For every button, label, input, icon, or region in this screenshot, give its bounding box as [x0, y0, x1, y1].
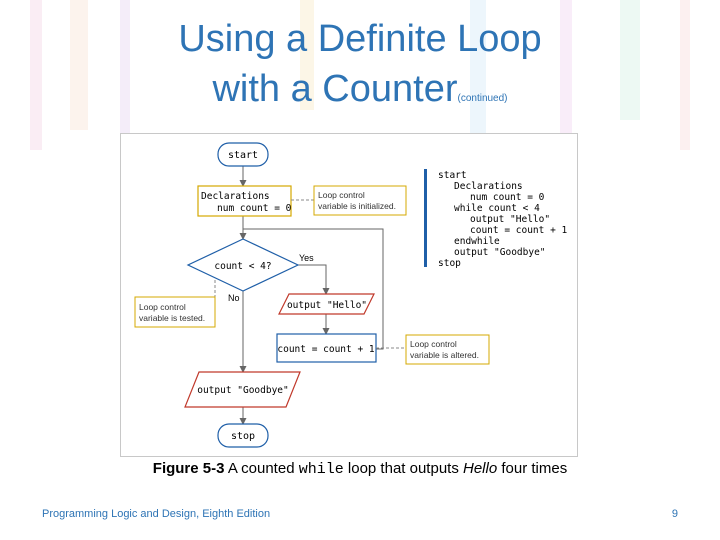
- title-suffix: (continued): [457, 93, 508, 104]
- title-line-1: Using a Definite Loop: [178, 18, 542, 60]
- pseudo-line-9: stop: [438, 258, 461, 269]
- caption-text-middle: loop that outputs: [347, 460, 459, 477]
- declarations-line-1: Declarations: [201, 191, 270, 202]
- declarations-box: Declarations num count = 0: [197, 185, 292, 217]
- slide-title: Using a Definite Loop with a Counter(con…: [0, 14, 720, 124]
- yes-label: Yes: [299, 253, 314, 263]
- note-initialized-line-1: Loop control: [318, 190, 365, 200]
- declarations-line-2: num count = 0: [217, 203, 292, 214]
- background-decoration: [30, 0, 690, 150]
- no-label: No: [228, 293, 240, 303]
- pseudo-line-1: start: [438, 170, 467, 181]
- output-hello-label: output "Hello": [287, 300, 367, 311]
- note-tested-line-2: variable is tested.: [139, 313, 205, 323]
- stop-label: stop: [231, 431, 255, 442]
- caption-code: while: [298, 461, 344, 478]
- increment-box: count = count + 1: [276, 333, 377, 363]
- note-altered: Loop control variable is altered.: [376, 334, 490, 365]
- decision-label: count < 4?: [214, 261, 271, 272]
- title-line-2: with a Counter(continued): [0, 64, 720, 124]
- pseudocode-bar: [424, 169, 427, 267]
- footer-book-title: Programming Logic and Design, Eighth Edi…: [42, 508, 271, 520]
- figure-caption: Figure 5-3 A counted while loop that out…: [0, 460, 720, 478]
- note-tested-line-1: Loop control: [139, 302, 186, 312]
- decision-diamond: count < 4?: [186, 238, 300, 292]
- note-tested: Loop control variable is tested.: [134, 280, 216, 328]
- caption-text-after: four times: [501, 460, 568, 477]
- pseudo-line-2: Declarations: [454, 181, 523, 192]
- caption-italic: Hello: [463, 460, 498, 477]
- caption-text-before: A counted: [227, 460, 295, 477]
- output-goodbye-label: output "Goodbye": [197, 385, 289, 396]
- note-altered-line-2: variable is altered.: [410, 350, 479, 360]
- title-line-2-text: with a Counter: [212, 68, 458, 110]
- output-hello-box: output "Hello": [278, 293, 375, 315]
- pseudocode-block: start Declarations num count = 0 while c…: [424, 169, 568, 269]
- start-label: start: [228, 150, 258, 161]
- page-number: 9: [671, 508, 678, 520]
- pseudo-line-6: count = count + 1: [470, 225, 568, 236]
- stop-terminal: stop: [217, 423, 269, 448]
- pseudo-line-8: output "Goodbye": [454, 247, 546, 258]
- pseudo-line-5: output "Hello": [470, 214, 550, 225]
- pseudo-line-3: num count = 0: [470, 192, 545, 203]
- note-altered-line-1: Loop control: [410, 339, 457, 349]
- output-goodbye-box: output "Goodbye": [184, 371, 301, 408]
- start-terminal: start: [217, 142, 269, 167]
- pseudo-line-7: endwhile: [454, 236, 500, 247]
- note-initialized-line-2: variable is initialized.: [318, 201, 396, 211]
- increment-label: count = count + 1: [277, 344, 375, 355]
- note-initialized: Loop control variable is initialized.: [291, 185, 407, 216]
- flowchart-diagram: start Declarations num count = 0 Loop co…: [134, 142, 568, 448]
- figure-number: Figure 5-3: [152, 460, 225, 477]
- flow-connectors: [239, 166, 384, 425]
- figure-panel: start Declarations num count = 0 Loop co…: [120, 133, 578, 457]
- pseudo-line-4: while count < 4: [454, 203, 540, 214]
